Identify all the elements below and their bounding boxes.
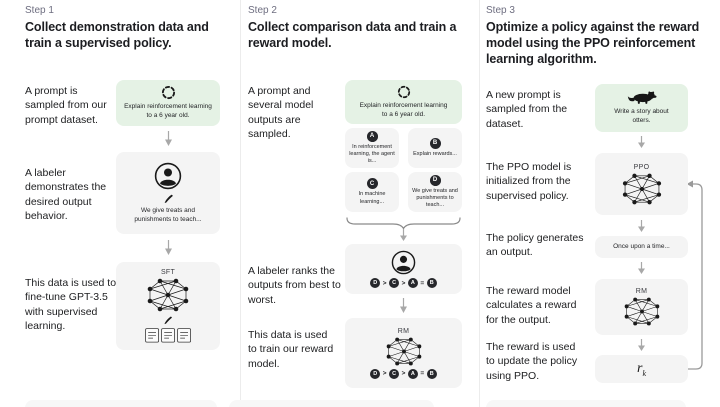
rank-badge: C (389, 278, 400, 288)
model-output-b-box: B Explain rewards... (408, 128, 462, 168)
sft-model-label: SFT (160, 269, 176, 276)
rank-separator: > (401, 279, 406, 287)
step-2-prompt-annotation: A prompt and several model outputs are s… (248, 85, 314, 141)
model-output-c-box: C In machine learning... (345, 172, 399, 212)
arrow-down-icon (400, 298, 407, 313)
step-2-title: Collect comparison data and train a rewa… (248, 20, 457, 50)
arrow-down-icon (638, 339, 645, 351)
rank-separator: > (382, 279, 387, 287)
step-1-title: Collect demonstration data and train a s… (25, 20, 209, 50)
step-3-ppo-annotation: The PPO model is initialized from the su… (486, 161, 572, 202)
step-3-output-annotation: The policy generates an output. (486, 232, 584, 259)
neural-network-icon (147, 278, 189, 312)
column-divider (479, 0, 480, 407)
step-1-labeler-caption: We give treats and punishments to teach.… (134, 206, 202, 223)
rank-badge: A (407, 278, 418, 288)
labeler-user-icon (391, 250, 416, 275)
otter-icon (627, 91, 656, 105)
step-1-prompt-annotation: A prompt is sampled from our prompt data… (25, 85, 107, 126)
rank-badge: B (426, 368, 437, 379)
step-1-sft-box: SFT (116, 262, 220, 350)
neural-network-icon (386, 337, 421, 365)
step-2-label: Step 2 (248, 5, 277, 16)
rank-badge: D (370, 368, 381, 379)
pencil-icon (164, 194, 173, 203)
arrow-down-icon (638, 220, 645, 232)
step-1-prompt-box: Explain reinforcement learning to a 6 ye… (116, 80, 220, 126)
output-b-caption: Explain rewards... (413, 150, 457, 157)
ranking-row: D > C > A = B (370, 368, 437, 379)
output-c-badge: C (366, 178, 378, 190)
labeler-user-icon (154, 162, 182, 189)
step-3-rm-annotation: The reward model calculates a reward for… (486, 285, 577, 326)
step-1-sft-annotation: This data is used to fine-tune GPT-3.5 w… (25, 277, 117, 333)
ppo-model-label: PPO (633, 163, 650, 171)
step-3-reward-box: rk (595, 355, 688, 383)
arrow-down-icon (165, 131, 172, 146)
step-3-output-caption: Once upon a time... (613, 242, 670, 250)
step-2-labeler-box: D > C > A = B (345, 244, 462, 294)
arrow-down-icon (165, 240, 172, 255)
arrow-down-icon (400, 229, 407, 241)
rank-separator: = (420, 370, 425, 377)
step-2-rm-box: RM D > C > A = B (345, 318, 462, 388)
arrow-down-icon (638, 136, 645, 148)
refresh-icon (397, 85, 410, 98)
output-c-caption: In machine learning... (358, 191, 386, 205)
output-d-caption: We give treats and punishments to teach.… (412, 187, 458, 208)
step-3-prompt-box: Write a story about otters. (595, 84, 688, 132)
rm-model-label: RM (635, 288, 648, 295)
rank-badge: B (426, 278, 437, 288)
step-3-label: Step 3 (486, 5, 515, 16)
rank-separator: > (382, 370, 387, 377)
neural-network-icon (622, 173, 661, 204)
step-2-rank-annotation: A labeler ranks the outputs from best to… (248, 265, 341, 306)
reward-symbol: rk (636, 360, 646, 378)
step-3-output-box: Once upon a time... (595, 236, 688, 258)
refresh-icon (161, 86, 175, 100)
step-1-label: Step 1 (25, 5, 54, 16)
curly-brace-icon (346, 217, 461, 230)
step-3-reward-annotation: The reward is used to update the policy … (486, 341, 578, 382)
rank-separator: > (401, 370, 406, 377)
output-a-badge: A (366, 131, 378, 142)
pencil-icon (164, 316, 172, 325)
cropped-bottom-box (486, 400, 686, 407)
step-1-prompt-caption: Explain reinforcement learning to a 6 ye… (124, 103, 212, 119)
arrow-down-icon (638, 262, 645, 274)
ranking-row: D > C > A = B (370, 278, 437, 288)
step-2-train-annotation: This data is used to train our reward mo… (248, 329, 334, 370)
cropped-bottom-box (229, 400, 434, 407)
output-d-badge: D (429, 175, 441, 186)
neural-network-icon (624, 297, 659, 326)
step-3-rm-box: RM (595, 279, 688, 335)
output-b-badge: B (429, 137, 441, 149)
step-1-labeler-box: We give treats and punishments to teach.… (116, 152, 220, 234)
step-3-prompt-annotation: A new prompt is sampled from the dataset… (486, 89, 568, 130)
output-a-caption: In reinforcement learning, the agent is.… (349, 143, 395, 164)
rank-separator: = (420, 279, 425, 287)
model-output-d-box: D We give treats and punishments to teac… (408, 172, 462, 212)
documents-icon (145, 328, 191, 343)
rank-badge: C (389, 368, 400, 379)
step-2-prompt-box: Explain reinforcement learning to a 6 ye… (345, 80, 462, 124)
cropped-bottom-box (25, 400, 217, 407)
rank-badge: A (407, 368, 418, 379)
rank-badge: D (370, 278, 381, 288)
step-3-title: Optimize a policy against the reward mod… (486, 20, 700, 66)
column-divider (240, 0, 241, 407)
step-1-labeler-annotation: A labeler demonstrates the desired outpu… (25, 167, 107, 223)
step-3-ppo-box: PPO (595, 153, 688, 215)
rm-model-label: RM (397, 327, 410, 335)
model-output-a-box: A In reinforcement learning, the agent i… (345, 128, 399, 168)
step-2-prompt-caption: Explain reinforcement learning to a 6 ye… (359, 101, 448, 118)
step-3-prompt-caption: Write a story about otters. (614, 108, 669, 124)
